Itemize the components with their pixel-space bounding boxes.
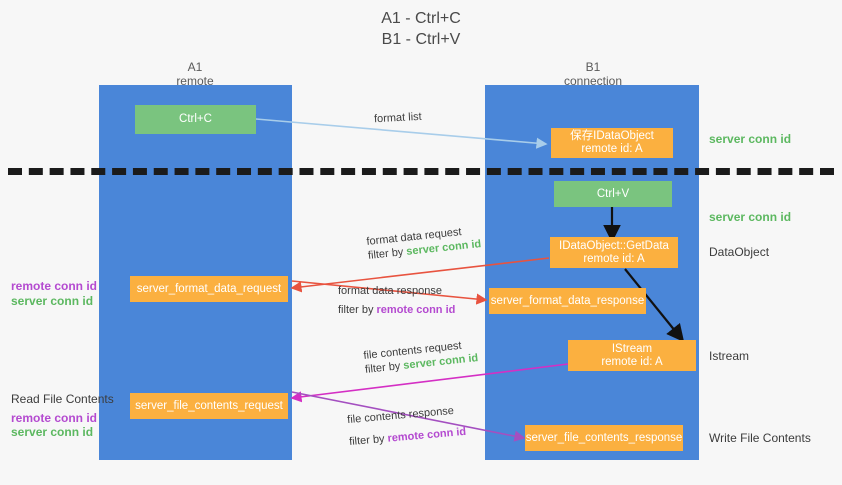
node-ctrl-c-label: Ctrl+C bbox=[179, 113, 212, 125]
node-save-idataobject-line2: remote id: A bbox=[581, 143, 643, 155]
right-label-write-file-contents: Write File Contents bbox=[709, 431, 811, 445]
column-b1-name: B1 bbox=[585, 60, 601, 74]
column-header-a1: A1 remote bbox=[130, 60, 260, 88]
edge-label-file-contents-response-filter: filter by remote conn id bbox=[349, 425, 467, 449]
node-server-format-data-request-label: server_format_data_request bbox=[136, 282, 282, 295]
left-label-remote-conn-id-1: remote conn id bbox=[11, 279, 98, 293]
node-server-format-data-request[interactable]: server_format_data_request bbox=[130, 276, 288, 302]
filter-prefix: filter by bbox=[348, 432, 389, 449]
edge-label-format-data-request: format data request filter by server con… bbox=[366, 223, 482, 263]
column-a1-name: A1 bbox=[187, 60, 203, 74]
node-server-file-contents-response[interactable]: server_file_contents_response bbox=[525, 425, 683, 451]
column-b1-role: connection bbox=[563, 74, 623, 88]
node-server-format-data-response-label: server_format_data_response bbox=[490, 294, 645, 307]
edge-label-file-contents-request: file contents request filter by server c… bbox=[363, 337, 479, 377]
node-save-idataobject-line1: 保存IDataObject bbox=[570, 130, 654, 142]
node-server-file-contents-request[interactable]: server_file_contents_request bbox=[130, 393, 288, 419]
right-label-server-conn-id-top: server conn id bbox=[709, 132, 792, 146]
left-label-server-conn-id-1: server conn id bbox=[11, 294, 94, 308]
left-label-server-conn-id-2: server conn id bbox=[11, 425, 94, 439]
filter-prefix: filter by bbox=[338, 304, 377, 316]
node-idataobject-getdata[interactable]: IDataObject::GetData remote id: A bbox=[550, 237, 678, 268]
filter-prefix: filter by bbox=[364, 359, 404, 376]
column-header-b1: B1 connection bbox=[528, 60, 658, 88]
node-getdata-line1: IDataObject::GetData bbox=[559, 239, 669, 252]
diagram-title: A1 - Ctrl+C B1 - Ctrl+V bbox=[0, 8, 842, 50]
node-server-file-contents-request-label: server_file_contents_request bbox=[135, 399, 283, 412]
phase-separator bbox=[8, 168, 834, 175]
node-getdata-line2: remote id: A bbox=[583, 252, 645, 265]
edge-label-format-data-response: format data response filter by remote co… bbox=[338, 284, 455, 317]
right-label-dataobject: DataObject bbox=[709, 245, 770, 259]
title-line-1: A1 - Ctrl+C bbox=[381, 10, 461, 27]
edge-label-format-data-response-filter: filter by remote conn id bbox=[338, 303, 455, 317]
edge-label-format-list-text: format list bbox=[373, 110, 422, 126]
node-ctrl-v-label: Ctrl+V bbox=[596, 187, 630, 200]
node-save-idataobject[interactable]: 保存IDataObject remote id: A bbox=[551, 128, 673, 158]
node-istream-line2: remote id: A bbox=[601, 355, 663, 368]
edge-label-format-list: format list bbox=[374, 110, 422, 126]
title-line-2: B1 - Ctrl+V bbox=[381, 31, 461, 48]
node-server-format-data-response[interactable]: server_format_data_response bbox=[489, 288, 646, 314]
left-label-read-file-contents: Read File Contents bbox=[11, 392, 114, 406]
edge-label-format-data-response-main: format data response bbox=[338, 285, 442, 297]
node-istream[interactable]: IStream remote id: A bbox=[568, 340, 696, 371]
filter-value: remote conn id bbox=[387, 425, 467, 445]
node-ctrl-v[interactable]: Ctrl+V bbox=[554, 181, 672, 207]
edge-label-file-contents-response-main: file contents response bbox=[346, 404, 455, 427]
right-label-server-conn-id-mid: server conn id bbox=[709, 210, 792, 224]
node-istream-line1: IStream bbox=[611, 342, 653, 355]
filter-value: remote conn id bbox=[376, 304, 456, 316]
left-label-remote-conn-id-2: remote conn id bbox=[11, 411, 98, 425]
filter-prefix: filter by bbox=[367, 245, 407, 262]
edge-label-file-contents-response: file contents response filter by remote … bbox=[347, 403, 467, 449]
node-ctrl-c[interactable]: Ctrl+C bbox=[135, 105, 256, 134]
node-server-file-contents-response-label: server_file_contents_response bbox=[525, 431, 683, 444]
column-a1-role: remote bbox=[176, 74, 214, 88]
right-label-istream: Istream bbox=[709, 349, 750, 363]
